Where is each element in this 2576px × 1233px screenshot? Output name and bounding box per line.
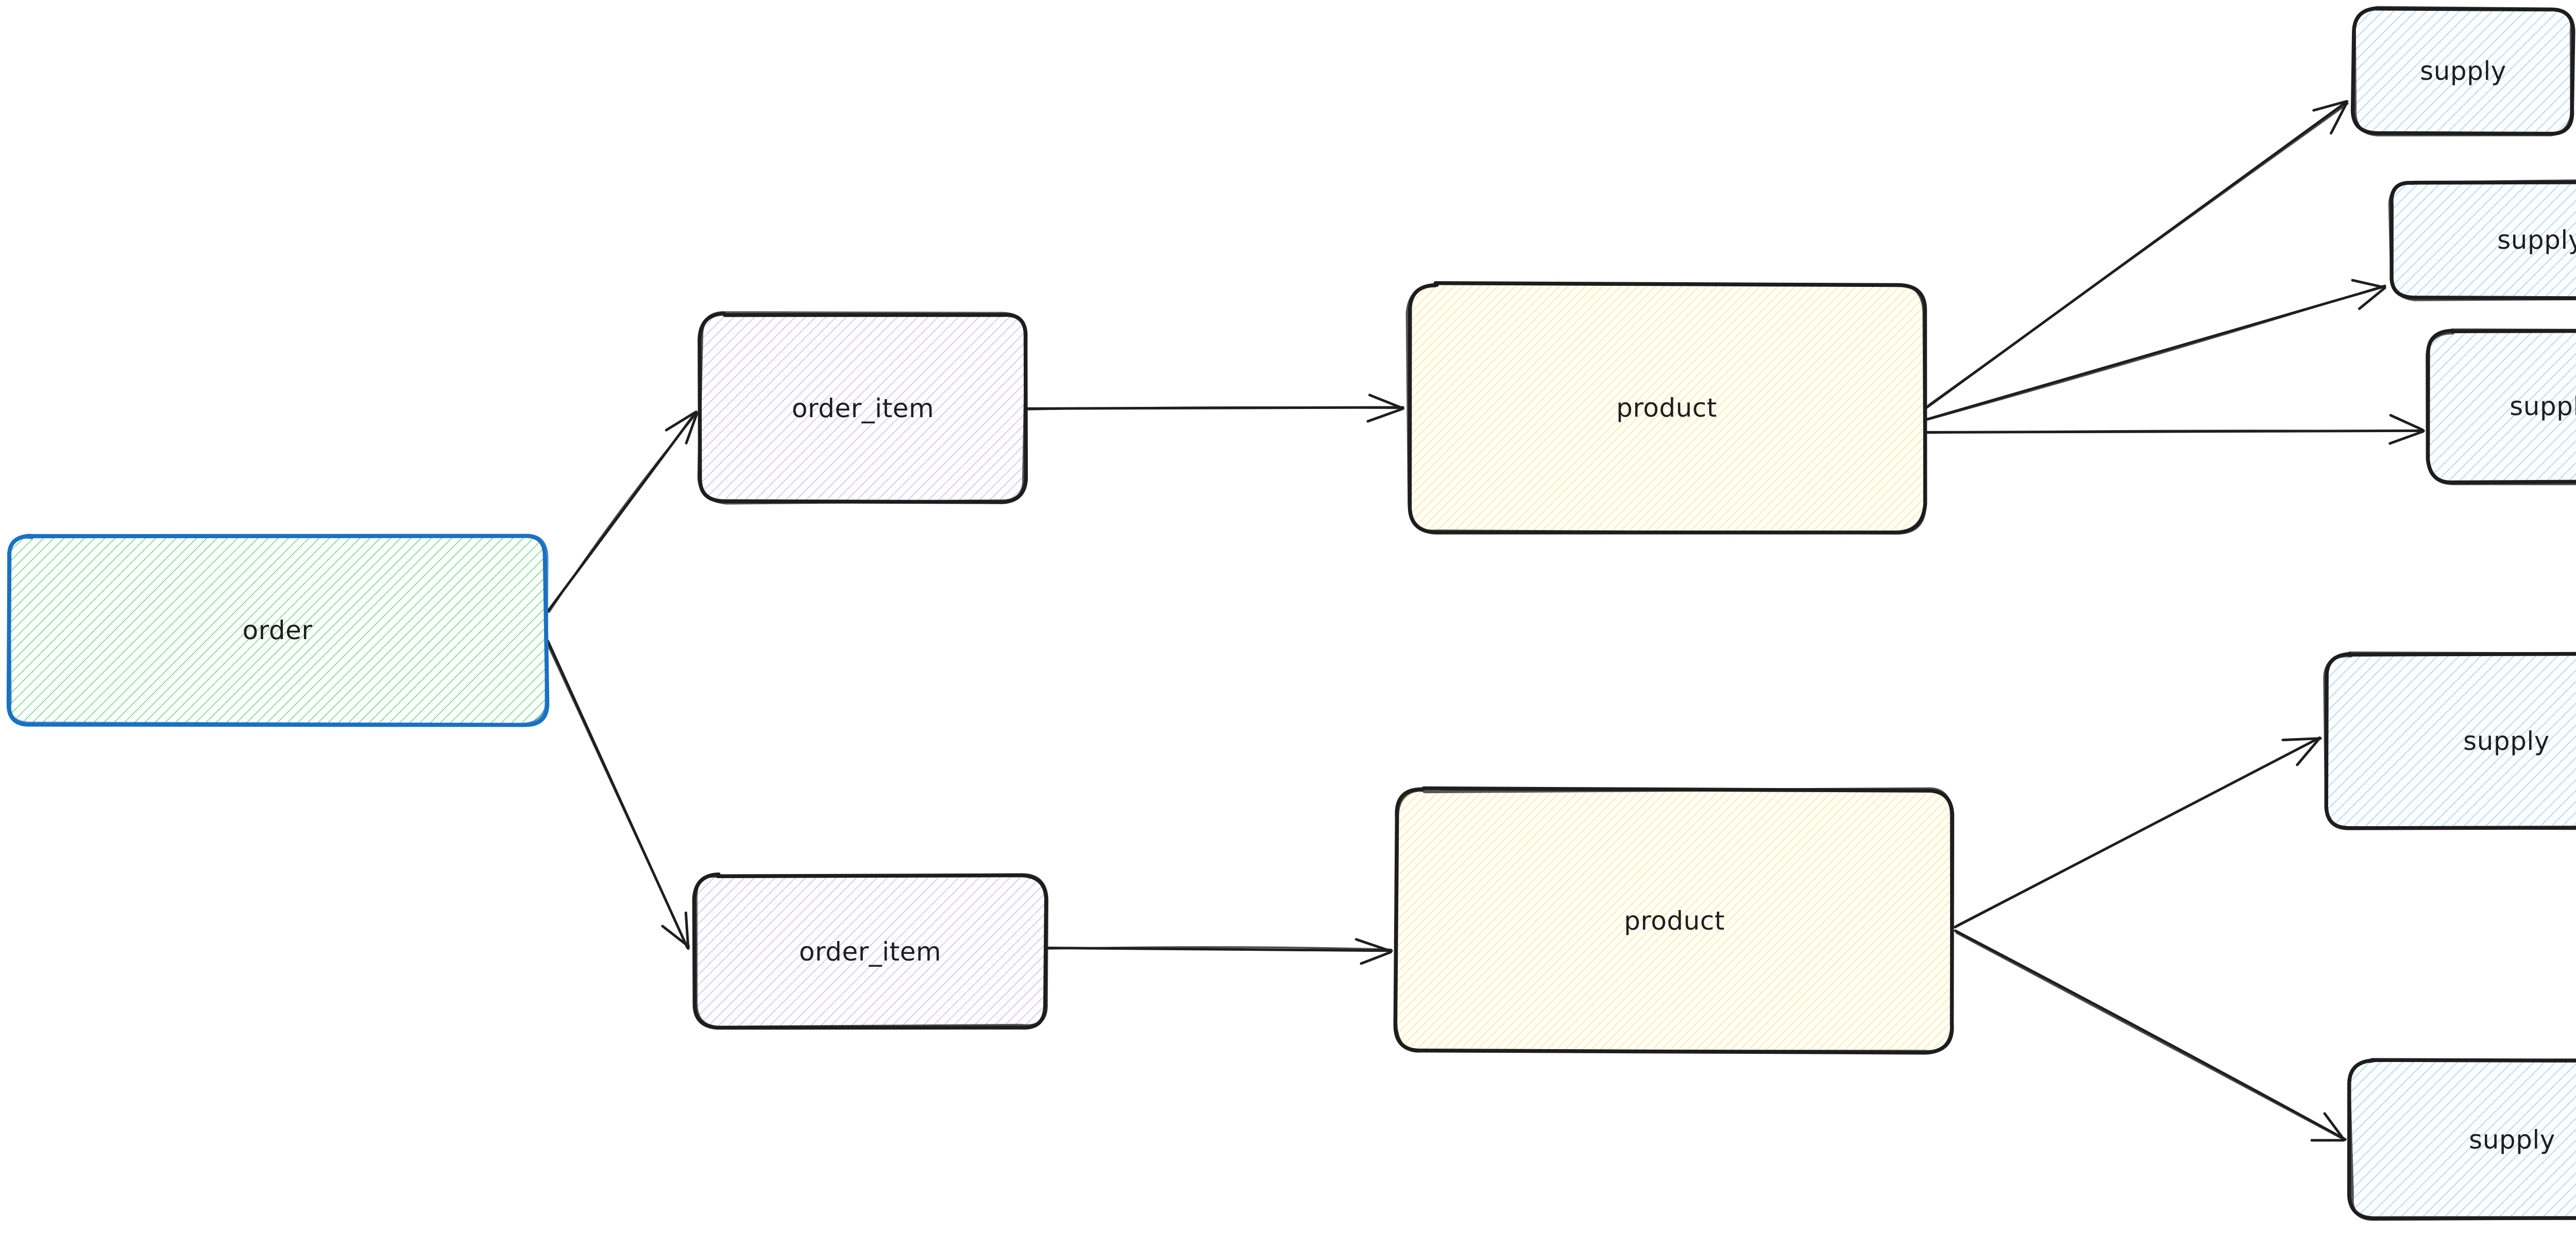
edge-arrowhead [1368,393,1404,410]
node-order_item_2[interactable] [692,872,1048,1030]
edge-arrowhead [2389,414,2424,431]
node-fill [693,875,1046,1027]
node-supply_1[interactable] [2350,6,2575,136]
edge-line [1927,102,2349,406]
node-fill [1409,283,1925,533]
node-outline [2426,328,2576,486]
node-product_1[interactable] [1405,281,1927,535]
node-hit-order_item_1[interactable] [701,314,1025,502]
edge-arrowhead [2312,100,2348,112]
node-hit-supply_4[interactable] [2326,654,2576,828]
edge-arrowhead [684,911,690,950]
node-hit-supply_5[interactable] [2350,1061,2576,1218]
edge-line [1927,430,2424,434]
edge-arrowhead [2296,737,2321,766]
edge-line [1956,738,2319,927]
edge-line [548,413,697,613]
edge-order-to-order_item_1[interactable] [545,410,699,614]
node-hit-product_1[interactable] [1409,284,1924,532]
node-hit-supply_3[interactable] [2429,331,2576,482]
node-hit-product_2[interactable] [1396,790,1953,1052]
node-layer [6,6,2576,1221]
node-outline [694,873,1048,1029]
node-fill [2326,654,2576,829]
edge-arrowhead [2351,279,2386,289]
node-fill [701,313,1026,503]
node-outline [1394,787,1953,1053]
node-outline [2323,651,2576,830]
edge-arrowhead [1366,407,1403,423]
node-outline [697,311,1028,505]
edge-arrowhead [665,411,697,432]
edge-order_item_2-to-product_2[interactable] [1047,938,1393,965]
node-supply_5[interactable] [2347,1058,2576,1221]
node-order_item_1[interactable] [697,311,1028,505]
edge-order_item_1-to-product_1[interactable] [1027,393,1404,423]
node-hit-order_item_2[interactable] [694,876,1046,1028]
edge-order-to-order_item_2[interactable] [546,639,690,950]
edge-product_2-to-supply_4[interactable] [1954,736,2322,929]
edge-arrowhead [2323,1112,2346,1141]
edge-line [546,642,689,950]
edge-arrowhead [661,924,690,948]
edge-layer [545,100,2425,1142]
edge-arrowhead [2281,737,2322,742]
node-fill [2351,1060,2576,1218]
edge-product_1-to-supply_2[interactable] [1926,279,2386,421]
node-outline [2388,179,2576,301]
edge-line [1027,406,1403,410]
node-outline [7,534,549,726]
edge-product_2-to-supply_5[interactable] [1954,929,2347,1142]
edge-line [1926,284,2386,421]
node-order[interactable] [6,534,550,727]
node-outline [1405,282,1927,535]
edge-arrowhead [1360,951,1392,965]
edge-arrowhead [2358,286,2386,310]
edge-line [1954,929,2347,1141]
node-product_2[interactable] [1393,786,1955,1055]
node-fill [1396,790,1954,1051]
node-supply_3[interactable] [2426,328,2576,486]
edge-product_1-to-supply_1[interactable] [1925,100,2349,409]
edge-arrowhead [685,412,699,444]
edge-line [1048,946,1392,951]
node-fill [2390,181,2576,298]
edge-product_1-to-supply_3[interactable] [1925,414,2425,445]
edge-arrowhead [2330,101,2348,135]
node-hit-supply_1[interactable] [2353,9,2573,133]
node-fill [8,536,547,725]
node-supply_4[interactable] [2323,651,2576,830]
node-supply_2[interactable] [2388,179,2576,301]
node-fill [2429,331,2576,483]
edge-line [1955,932,2346,1141]
node-hit-supply_2[interactable] [2391,182,2576,298]
node-fill [2353,8,2572,134]
node-outline [2348,1058,2576,1221]
node-outline [2353,6,2573,136]
edge-arrowhead [2388,430,2425,445]
edge-arrowhead [1354,938,1392,952]
node-hit-order[interactable] [9,536,546,725]
